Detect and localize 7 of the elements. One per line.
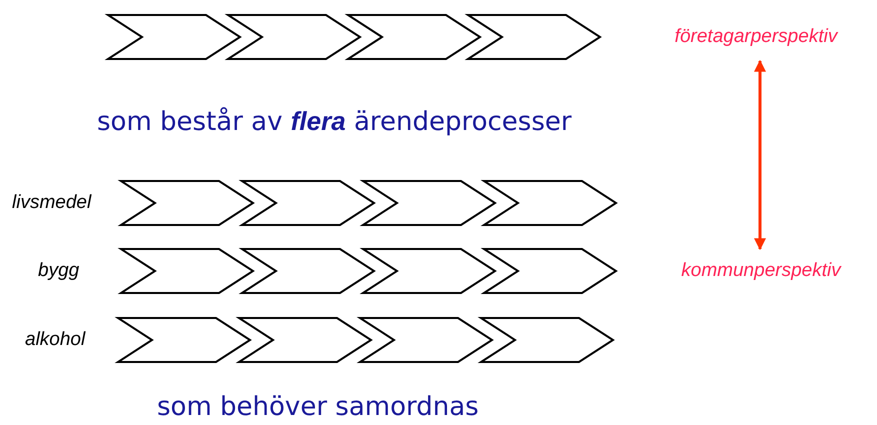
perspective-label: kommunperspektiv xyxy=(648,259,874,285)
subtitle-text: som behöver samordnas xyxy=(157,392,479,422)
row-label: bygg xyxy=(38,260,80,282)
row-label: alkohol xyxy=(25,329,86,351)
row-label: livsmedel xyxy=(12,192,92,214)
perspective-label: företagarperspektiv xyxy=(640,25,872,51)
subtitle-text: som består av flera ärendeprocesser xyxy=(97,106,572,137)
